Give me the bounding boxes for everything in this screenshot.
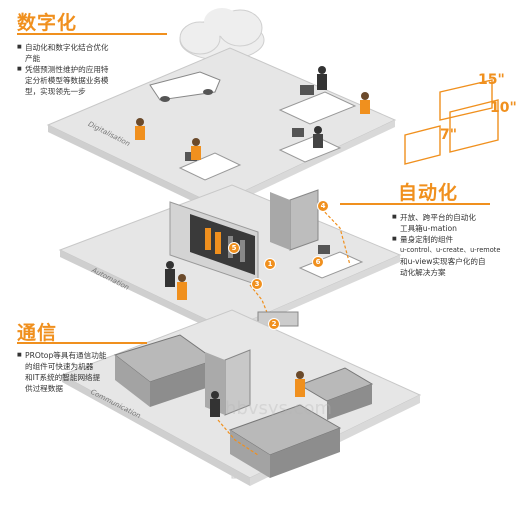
marker-3: 3 xyxy=(251,278,263,290)
callout-line-communication xyxy=(17,342,147,344)
bullet-item-cont: 和u-view实现客户化的自 xyxy=(400,257,486,266)
heading-communication: 通信 xyxy=(17,322,58,344)
bullets-digitalisation: 自动化和数字化结合优化 产能 凭借预测性维护的应用特 定分析模型等数据业务模 型… xyxy=(17,42,167,97)
callout-line-digitalisation xyxy=(17,33,167,35)
marker-1: 1 xyxy=(264,258,276,270)
bullet-item-cont: 型，实现领先一步 xyxy=(25,87,86,96)
callout-line-automation xyxy=(340,203,490,205)
bullets-communication: PROtop等具有通信功能 的组件可快速为机器 和IT系统的智能网络提 供过程数… xyxy=(17,350,132,394)
screen-size-15: 15" xyxy=(478,72,505,88)
marker-4: 4 xyxy=(317,200,329,212)
bullet-item-cont: 的组件可快速为机器 xyxy=(25,362,94,371)
screen-size-10: 10" xyxy=(490,100,517,116)
bullet-item: 开放、跨平台的自动化 xyxy=(392,212,522,223)
bullets-automation: 开放、跨平台的自动化 工具箱u-mation 量身定制的组件 u-control… xyxy=(392,212,522,278)
heading-digitalisation: 数字化 xyxy=(17,12,78,34)
marker-6: 6 xyxy=(312,256,324,268)
floor-digitalisation xyxy=(46,47,397,212)
watermark: hbvsys.com xyxy=(225,398,333,419)
bullet-item: 自动化和数字化结合优化 xyxy=(17,42,167,53)
bullet-item-cont: 供过程数据 xyxy=(25,384,63,393)
bullet-item: PROtop等具有通信功能 xyxy=(17,350,132,361)
screen-size-frames xyxy=(404,79,499,165)
floor-automation xyxy=(58,184,402,337)
floor-communication xyxy=(60,309,422,486)
marker-2: 2 xyxy=(268,318,280,330)
bullet-item: 量身定制的组件 xyxy=(392,234,522,245)
screen-size-7: 7" xyxy=(440,127,458,143)
heading-automation: 自动化 xyxy=(398,182,459,204)
marker-5: 5 xyxy=(228,242,240,254)
bullet-item-cont: u-control、u-create、u-remote xyxy=(400,246,501,254)
cloud-icon xyxy=(179,8,265,61)
bullet-item: 凭借预测性维护的应用特 xyxy=(17,64,167,75)
bullet-item-cont: 和IT系统的智能网络提 xyxy=(25,373,101,382)
bullet-item-cont: 工具箱u-mation xyxy=(400,224,457,233)
bullet-item-cont: 动化解决方案 xyxy=(400,268,446,277)
bullet-item-cont: 定分析模型等数据业务模 xyxy=(25,76,109,85)
bullet-item-cont: 产能 xyxy=(25,54,41,63)
